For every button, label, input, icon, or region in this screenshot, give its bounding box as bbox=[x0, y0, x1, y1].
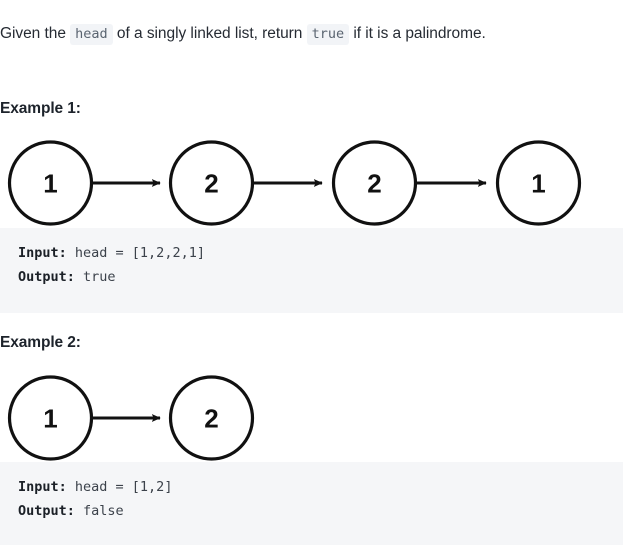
linked-list-diagram-example-1: 1 2 2 1 bbox=[0, 136, 623, 231]
example-1-output-line: Output: true bbox=[18, 265, 623, 289]
statement-text-part-3: if it is a palindrome. bbox=[349, 24, 486, 42]
output-label: Output: bbox=[18, 503, 75, 519]
list-node-circle-3 bbox=[331, 140, 418, 226]
inline-code-true: true bbox=[306, 23, 350, 45]
example-2-code-block: Input: head = [1,2] Output: false bbox=[0, 462, 623, 545]
input-label: Input: bbox=[18, 245, 67, 261]
list-node-value-1: 1 bbox=[43, 169, 57, 199]
example-1-input-line: Input: head = [1,2,2,1] bbox=[18, 241, 623, 265]
input-value: head = [1,2] bbox=[66, 479, 173, 495]
list-node-value-2: 2 bbox=[204, 404, 218, 434]
list-node-value-2: 2 bbox=[204, 169, 218, 199]
example-2-output-line: Output: false bbox=[18, 499, 623, 523]
output-value: true bbox=[74, 269, 116, 285]
linked-list-diagram-example-2: 1 2 bbox=[0, 371, 623, 466]
statement-text-part-2: of a singly linked list, return bbox=[112, 24, 307, 42]
statement-text-part-1: Given the bbox=[0, 24, 71, 42]
list-node-value-1: 1 bbox=[43, 404, 57, 434]
example-1-heading: Example 1: bbox=[0, 100, 81, 117]
list-node-circle-4 bbox=[495, 140, 582, 226]
output-label: Output: bbox=[18, 269, 75, 285]
input-label: Input: bbox=[18, 479, 67, 495]
example-1-code-block: Input: head = [1,2,2,1] Output: true bbox=[0, 228, 623, 313]
output-value: false bbox=[74, 503, 124, 519]
list-node-circle-1 bbox=[7, 375, 94, 461]
input-value: head = [1,2,2,1] bbox=[66, 245, 205, 261]
list-node-circle-2 bbox=[168, 140, 255, 226]
example-2-heading: Example 2: bbox=[0, 334, 81, 351]
list-node-circle-2 bbox=[168, 375, 255, 461]
list-node-value-3: 2 bbox=[367, 169, 381, 199]
problem-statement: Given the head of a singly linked list, … bbox=[0, 23, 623, 45]
list-node-circle-1 bbox=[7, 140, 94, 226]
inline-code-head: head bbox=[70, 23, 113, 45]
example-2-input-line: Input: head = [1,2] bbox=[18, 475, 623, 499]
list-node-value-4: 1 bbox=[531, 169, 545, 199]
